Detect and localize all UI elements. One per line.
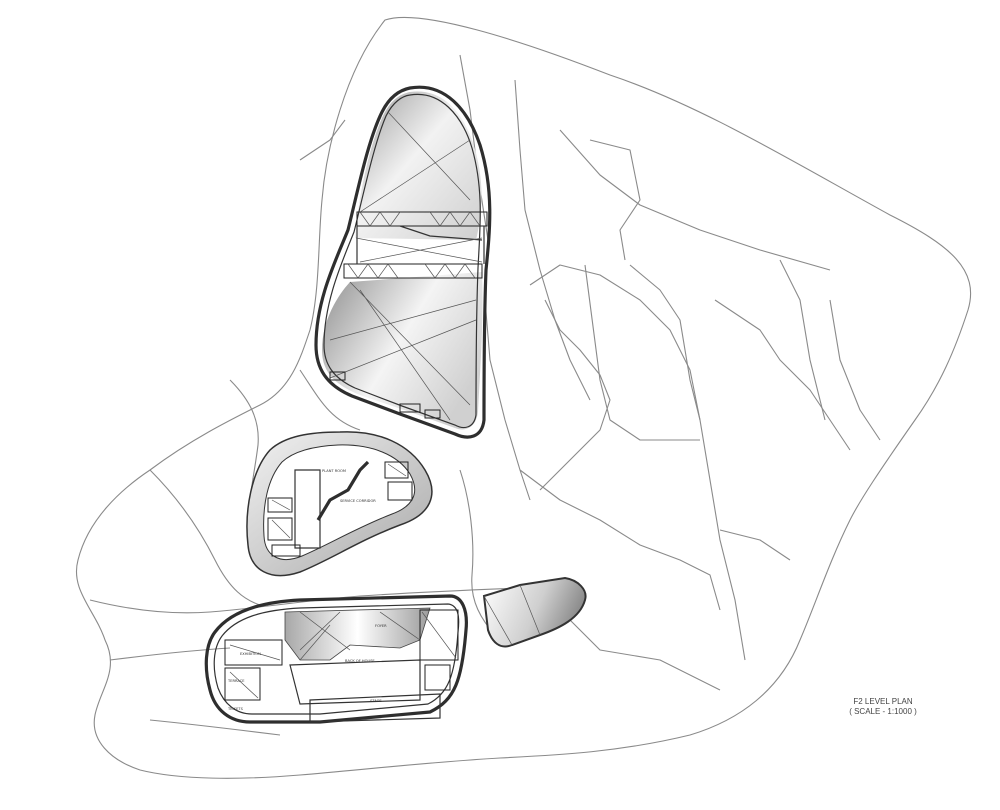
north-building bbox=[314, 85, 492, 439]
label-tickets: TICKETS bbox=[227, 707, 244, 711]
north-building-shell bbox=[314, 85, 492, 439]
site-path-17 bbox=[109, 647, 231, 661]
plan-scale: ( SCALE - 1:1000 ) bbox=[849, 707, 917, 716]
site-path-11 bbox=[829, 299, 881, 441]
site-path-20 bbox=[299, 119, 346, 161]
south-building: EXHIBITION FOYER BACK OF HOUSE STAGE TER… bbox=[204, 594, 468, 724]
truss-upper-chord bbox=[356, 211, 488, 227]
annex-pod-roof bbox=[482, 576, 587, 648]
north-building-roof bbox=[355, 91, 482, 240]
label-stage: STAGE bbox=[370, 699, 382, 703]
site-path-16 bbox=[89, 587, 521, 614]
site-path-22 bbox=[299, 369, 361, 431]
site-path-15 bbox=[149, 469, 261, 606]
label-service-corridor: SERVICE CORRIDOR bbox=[340, 499, 376, 503]
north-building-stair-marks bbox=[329, 371, 441, 419]
south-building-roof-lines bbox=[299, 611, 421, 661]
site-path-3 bbox=[559, 129, 831, 271]
site-path-19 bbox=[559, 609, 721, 691]
site-path-18 bbox=[149, 719, 281, 736]
central-building-rooms bbox=[267, 461, 413, 557]
label-terrace: TERRACE bbox=[227, 679, 245, 683]
truss-lower-diagonals bbox=[347, 263, 476, 279]
truss-upper-diagonals bbox=[359, 211, 481, 227]
north-building-inner-shell bbox=[323, 93, 481, 429]
site-path-7 bbox=[629, 264, 701, 421]
south-building-auditorium bbox=[289, 659, 421, 705]
central-building-floor bbox=[263, 444, 415, 560]
site-path-6 bbox=[584, 264, 700, 441]
site-path-5 bbox=[529, 264, 746, 661]
label-plant-room: PLANT ROOM bbox=[322, 469, 346, 473]
south-building-stage bbox=[309, 693, 441, 723]
north-building-structure-lines bbox=[329, 111, 483, 421]
south-building-inner-shell bbox=[213, 603, 460, 715]
north-building-truss bbox=[343, 211, 488, 279]
label-exhibition: EXHIBITION bbox=[240, 652, 261, 656]
annex-pod bbox=[482, 576, 587, 648]
truss-lower-chord bbox=[343, 263, 483, 279]
site-path-12 bbox=[519, 469, 721, 611]
south-building-shell bbox=[204, 594, 468, 724]
central-building-core bbox=[294, 469, 321, 549]
label-foyer: FOYER bbox=[375, 624, 387, 628]
south-building-rooms bbox=[224, 609, 459, 701]
truss-verticals bbox=[356, 225, 485, 264]
site-path-8 bbox=[539, 299, 611, 491]
site-path-21 bbox=[719, 529, 791, 561]
site-path-10 bbox=[779, 259, 826, 421]
label-back-of-house: BACK OF HOUSE bbox=[345, 659, 375, 663]
central-building: PLANT ROOM SERVICE CORRIDOR bbox=[246, 431, 433, 577]
plan-title: F2 LEVEL PLAN bbox=[853, 697, 913, 706]
site-path-4 bbox=[589, 139, 641, 261]
site-path-13 bbox=[459, 469, 501, 641]
site-path-2 bbox=[514, 79, 591, 401]
site-path-9 bbox=[714, 299, 851, 451]
site-landscape-lines bbox=[75, 16, 972, 779]
central-building-ramp bbox=[316, 460, 370, 521]
plan-caption: F2 LEVEL PLAN ( SCALE - 1:1000 ) bbox=[838, 697, 928, 717]
annex-pod-ridge bbox=[483, 584, 541, 646]
site-boundary bbox=[75, 16, 972, 779]
